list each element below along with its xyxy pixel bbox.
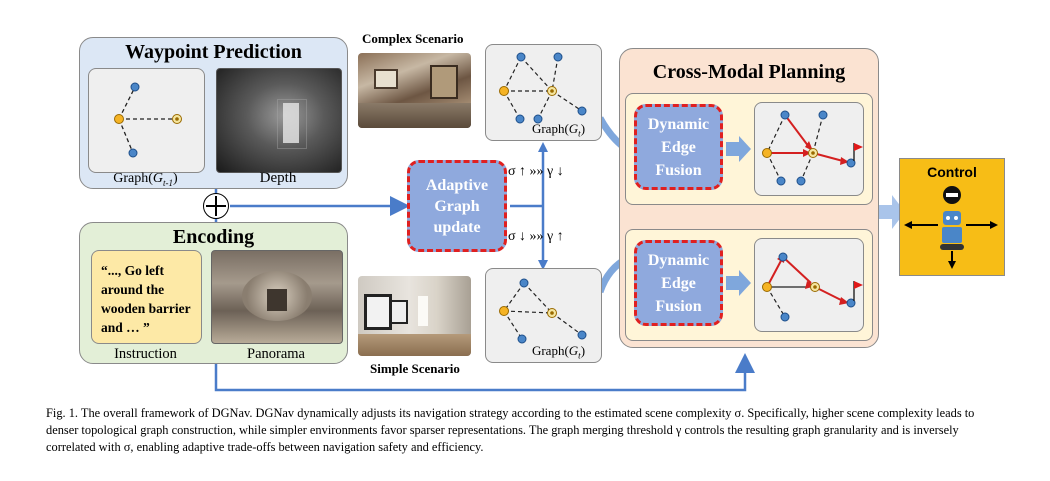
graph-node bbox=[515, 114, 525, 124]
depth-label: Depth bbox=[259, 170, 297, 186]
planned-path-graph-simple bbox=[754, 238, 864, 332]
waypoint-prediction-panel: Waypoint Prediction Graph(Gt-1) Depth bbox=[79, 37, 348, 189]
planning-row-complex: Dynamic Edge Fusion bbox=[625, 93, 873, 205]
encoding-to-planning-arrow bbox=[214, 353, 755, 392]
waypoint-node bbox=[550, 89, 554, 93]
waypoint-node bbox=[175, 117, 179, 121]
graph-node bbox=[780, 312, 790, 322]
graph-node bbox=[516, 52, 526, 62]
graph-node bbox=[846, 298, 856, 308]
current-node bbox=[762, 148, 772, 158]
sigma-down-rule: σ ↓ »» γ ↑ bbox=[508, 229, 564, 244]
complex-graph-caption: Graph(Gt) bbox=[531, 121, 586, 139]
current-node bbox=[762, 282, 772, 292]
graph-node bbox=[533, 114, 543, 124]
planned-path-graph-complex bbox=[754, 102, 864, 196]
complex-scenario-image bbox=[358, 53, 471, 128]
simple-graph-svg bbox=[499, 278, 587, 344]
control-title: Control bbox=[927, 164, 977, 180]
planned-path-svg-simple bbox=[762, 252, 863, 322]
graph-node bbox=[778, 252, 788, 262]
adaptive-graph-update-block: Adaptive Graph update bbox=[407, 160, 507, 252]
waypoint-node bbox=[550, 311, 554, 315]
graph-node bbox=[553, 52, 563, 62]
bus-down-arrowhead bbox=[538, 260, 548, 270]
prev-graph-caption: Graph(Gt-1) bbox=[113, 171, 178, 188]
sigma-up-rule: σ ↑ »» γ ↓ bbox=[508, 164, 564, 179]
prev-graph-svg bbox=[114, 82, 182, 158]
dynamic-edge-fusion-block-complex: Dynamic Edge Fusion bbox=[634, 104, 723, 190]
cross-modal-planning-panel: Cross-Modal Planning Dynamic Edge Fusion bbox=[619, 48, 879, 348]
planning-row-simple: Dynamic Edge Fusion bbox=[625, 229, 873, 341]
robot-control-icon bbox=[904, 186, 998, 269]
encoding-panel: Encoding “..., Go left around the wooden… bbox=[79, 222, 348, 364]
instruction-card: “..., Go left around the wooden barrier … bbox=[91, 250, 202, 344]
graph-node bbox=[519, 278, 529, 288]
complex-graph-svg bbox=[499, 52, 587, 124]
simple-scenario-image bbox=[358, 276, 471, 356]
fusion-plus-icon bbox=[203, 193, 229, 219]
simple-graph-caption: Graph(Gt) bbox=[531, 343, 586, 361]
complex-scenario-label: Complex Scenario bbox=[362, 31, 464, 46]
graph-node bbox=[517, 334, 527, 344]
instruction-text: “..., Go left around the wooden barrier … bbox=[101, 263, 191, 335]
depth-image bbox=[216, 68, 342, 173]
planning-to-control-arrow bbox=[879, 205, 893, 219]
graph-node bbox=[577, 330, 587, 340]
current-node bbox=[114, 114, 124, 124]
planned-path-svg-complex bbox=[762, 110, 863, 186]
panorama-image bbox=[211, 250, 343, 344]
encoding-title: Encoding bbox=[172, 226, 255, 248]
complex-graph-box: Graph(Gt) bbox=[485, 44, 602, 141]
fusion-output-arrow bbox=[726, 276, 740, 290]
graph-node bbox=[818, 110, 828, 120]
bus-up-arrowhead bbox=[538, 142, 548, 152]
graph-node bbox=[776, 176, 786, 186]
graph-node bbox=[796, 176, 806, 186]
adaptive-graph-update-label: Adaptive Graph update bbox=[425, 176, 489, 236]
instruction-label: Instruction bbox=[114, 346, 177, 362]
control-panel: Control bbox=[899, 158, 1005, 276]
waypoint-prediction-title: Waypoint Prediction bbox=[125, 41, 302, 63]
cross-modal-planning-title: Cross-Modal Planning bbox=[652, 61, 846, 83]
dynamic-edge-fusion-block-simple: Dynamic Edge Fusion bbox=[634, 240, 723, 326]
current-node bbox=[499, 306, 509, 316]
current-node bbox=[499, 86, 509, 96]
graph-node bbox=[577, 106, 587, 116]
graph-node bbox=[846, 158, 856, 168]
simple-scenario-label: Simple Scenario bbox=[370, 361, 460, 376]
prev-graph-box bbox=[88, 68, 205, 173]
graph-node bbox=[128, 148, 138, 158]
panorama-label: Panorama bbox=[247, 346, 305, 362]
figure-caption: Fig. 1. The overall framework of DGNav. … bbox=[46, 406, 975, 454]
graph-node bbox=[130, 82, 140, 92]
graph-node bbox=[780, 110, 790, 120]
fusion-output-arrow bbox=[726, 142, 740, 156]
simple-graph-box: Graph(Gt) bbox=[485, 268, 602, 363]
